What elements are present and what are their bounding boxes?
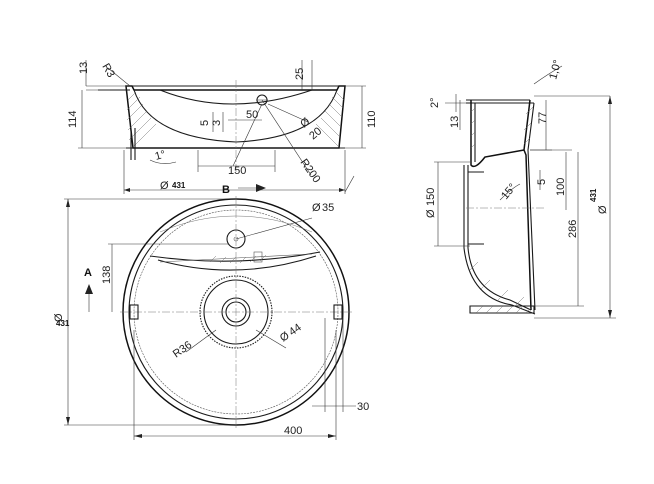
front-basin-curve (133, 89, 338, 143)
top-tap-platform (149, 251, 321, 262)
top-rim-30: 30 (357, 401, 369, 413)
front-radius-r200: R200 (298, 157, 323, 185)
side-diameter-symbol-150: Ø (425, 209, 437, 218)
front-depth-25: 25 (294, 68, 306, 80)
side-slope-1deg: 1,0° (547, 59, 564, 81)
side-angle-15deg: 15° (499, 181, 519, 201)
side-angle-2deg: 2° (429, 97, 441, 108)
top-section-a: A (84, 267, 92, 279)
top-radius-r36: R36 (171, 339, 194, 360)
front-overall-dia-431: 431 (172, 181, 186, 190)
side-basin-curve (467, 165, 532, 311)
front-width-150: 150 (228, 165, 246, 177)
side-bottom-plate (469, 305, 535, 314)
top-diameter-symbol-35: Ø (312, 202, 321, 214)
top-overall-dia-431: 431 (56, 319, 70, 328)
front-dim-3: 3 (211, 120, 223, 126)
front-section-b: B (222, 184, 230, 196)
side-drain-dia-150: 150 (425, 188, 437, 206)
front-dim-5: 5 (199, 120, 211, 126)
front-thickness-13: 13 (78, 62, 90, 74)
front-height-114: 114 (67, 110, 79, 128)
side-dim-286: 286 (567, 220, 579, 238)
top-drain-dia-44: 44 (287, 322, 304, 339)
front-dim-50: 50 (246, 109, 258, 121)
side-dim-5: 5 (536, 179, 548, 185)
top-inner-rim (128, 204, 344, 420)
top-dim-138: 138 (101, 266, 113, 284)
side-diameter-symbol: Ø (597, 205, 609, 214)
top-width-400: 400 (284, 425, 302, 437)
side-thickness-13: 13 (449, 116, 461, 128)
top-diameter-symbol: Ø (53, 313, 65, 322)
side-left-wall (470, 100, 525, 168)
front-hole-dia-20: 20 (307, 125, 324, 142)
side-drain (468, 171, 484, 245)
side-right-wall (523, 99, 532, 311)
side-section-view: 1,0° 2° 13 77 Ø 150 15° 5 100 286 Ø 431 (425, 59, 616, 319)
front-radius-r3: R3 (99, 62, 116, 80)
front-section-view: 13 R3 25 114 110 5 3 50 Ø 20 R200 150 1°… (67, 60, 378, 196)
front-diameter-symbol: Ø (160, 180, 169, 192)
front-slope-1deg: 1° (154, 149, 167, 163)
front-basin-upper (159, 89, 313, 105)
side-dim-77: 77 (537, 112, 549, 124)
front-hatch-left (126, 91, 157, 147)
front-height-110: 110 (366, 110, 378, 128)
side-overall-dia-431: 431 (589, 188, 598, 202)
front-r200-leader (261, 99, 312, 176)
front-hatch-right (315, 91, 345, 148)
side-dim-100: 100 (555, 178, 567, 196)
top-plan-view: Ø 35 A 138 Ø 431 R36 Ø 44 30 400 (53, 196, 369, 440)
top-tap-hole-dia-35: 35 (322, 202, 334, 214)
